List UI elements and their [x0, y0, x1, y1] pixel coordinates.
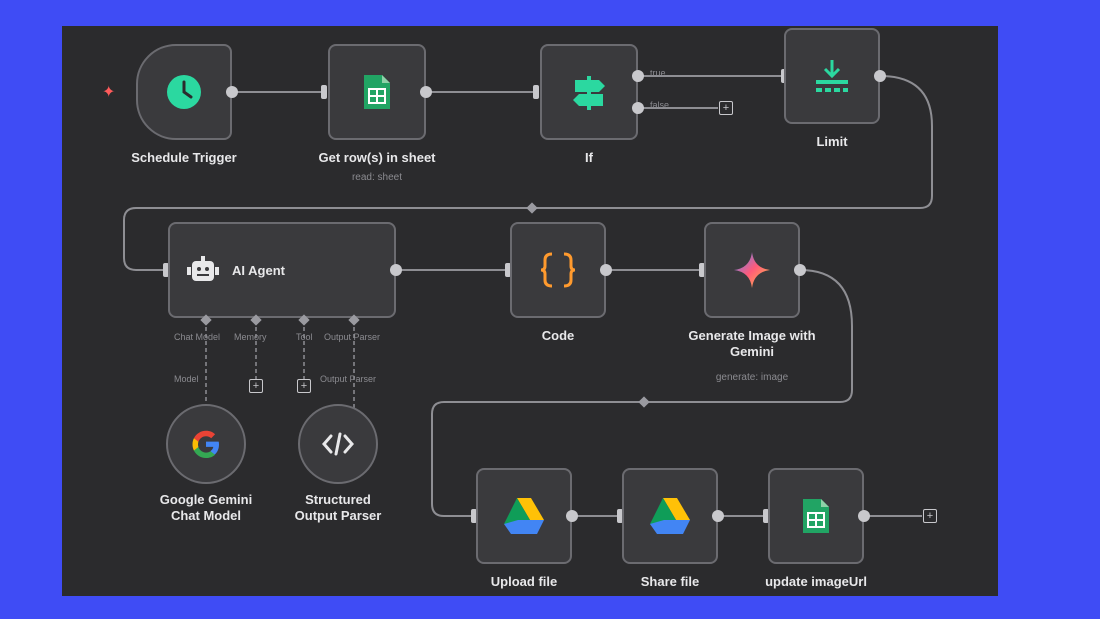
ai-agent-node[interactable]: AI Agent — [168, 222, 396, 318]
output-handle[interactable] — [712, 510, 724, 522]
port-label: Output Parser — [324, 332, 381, 342]
add-tool-button[interactable]: + — [297, 379, 311, 393]
google-sheets-icon — [803, 499, 829, 533]
input-port[interactable] — [505, 263, 511, 277]
node-title: Share file — [640, 574, 700, 589]
node-title: Upload file — [490, 574, 558, 589]
true-branch-label: true — [650, 68, 666, 78]
schedule-trigger-node[interactable] — [136, 44, 232, 140]
node-title: AI Agent — [232, 262, 285, 278]
connection-lines — [123, 75, 933, 517]
add-node-button[interactable]: + — [719, 101, 733, 115]
node-title: update imageUrl — [765, 574, 867, 589]
trigger-star-icon: ✦ — [102, 84, 116, 101]
output-handle[interactable] — [566, 510, 578, 522]
clock-icon — [167, 75, 201, 109]
node-title: If — [585, 150, 593, 165]
google-sheets-icon — [364, 75, 390, 109]
if-node[interactable] — [540, 44, 638, 140]
gemini-sparkle-icon — [734, 252, 770, 288]
output-handle[interactable] — [600, 264, 612, 276]
limit-node[interactable] — [784, 28, 880, 124]
share-file-node[interactable] — [622, 468, 718, 564]
true-output-handle[interactable] — [632, 70, 644, 82]
output-handle[interactable] — [794, 264, 806, 276]
node-title: Structured Output Parser — [294, 492, 382, 523]
output-handle[interactable] — [390, 264, 402, 276]
node-subtitle: read: sheet — [351, 172, 403, 183]
input-port[interactable] — [163, 263, 169, 277]
output-handle[interactable] — [874, 70, 886, 82]
port-label: Memory — [234, 332, 267, 342]
robot-icon — [187, 256, 219, 281]
workflow-canvas[interactable]: ✦ Schedule Trigger Get row(s) in sheet r… — [62, 26, 998, 596]
node-title: Code — [541, 328, 575, 343]
input-port[interactable] — [533, 85, 539, 99]
port-label: Tool — [296, 332, 313, 342]
braces-icon — [540, 252, 576, 288]
limit-icon — [816, 60, 848, 92]
port-label: Chat Model — [174, 332, 221, 342]
node-title: Limit — [816, 134, 848, 149]
add-memory-button[interactable]: + — [249, 379, 263, 393]
connector-label: Output Parser — [320, 374, 377, 384]
upload-file-node[interactable] — [476, 468, 572, 564]
gemini-chat-model-node[interactable] — [166, 404, 246, 484]
node-subtitle: generate: image — [715, 372, 789, 383]
node-title: Get row(s) in sheet — [318, 150, 436, 165]
false-branch-label: false — [650, 100, 670, 110]
connector-label: Model — [174, 374, 199, 384]
output-handle[interactable] — [858, 510, 870, 522]
node-title: Generate Image with Gemini — [688, 328, 816, 359]
google-drive-icon — [504, 498, 544, 534]
input-port[interactable] — [321, 85, 327, 99]
node-title: Google Gemini Chat Model — [159, 492, 253, 523]
input-port[interactable] — [617, 509, 623, 523]
update-image-url-node[interactable] — [768, 468, 864, 564]
false-output-handle[interactable] — [632, 102, 644, 114]
output-handle[interactable] — [420, 86, 432, 98]
generate-image-node[interactable] — [704, 222, 800, 318]
google-drive-icon — [650, 498, 690, 534]
input-port[interactable] — [699, 263, 705, 277]
get-rows-node[interactable] — [328, 44, 426, 140]
google-g-icon — [192, 430, 219, 458]
output-handle[interactable] — [226, 86, 238, 98]
structured-output-parser-node[interactable] — [298, 404, 378, 484]
input-port[interactable] — [763, 509, 769, 523]
add-node-button[interactable]: + — [923, 509, 937, 523]
input-port[interactable] — [471, 509, 477, 523]
code-node[interactable] — [510, 222, 606, 318]
node-title: Schedule Trigger — [131, 150, 237, 165]
signpost-icon — [573, 76, 605, 110]
code-tag-icon — [322, 432, 354, 456]
